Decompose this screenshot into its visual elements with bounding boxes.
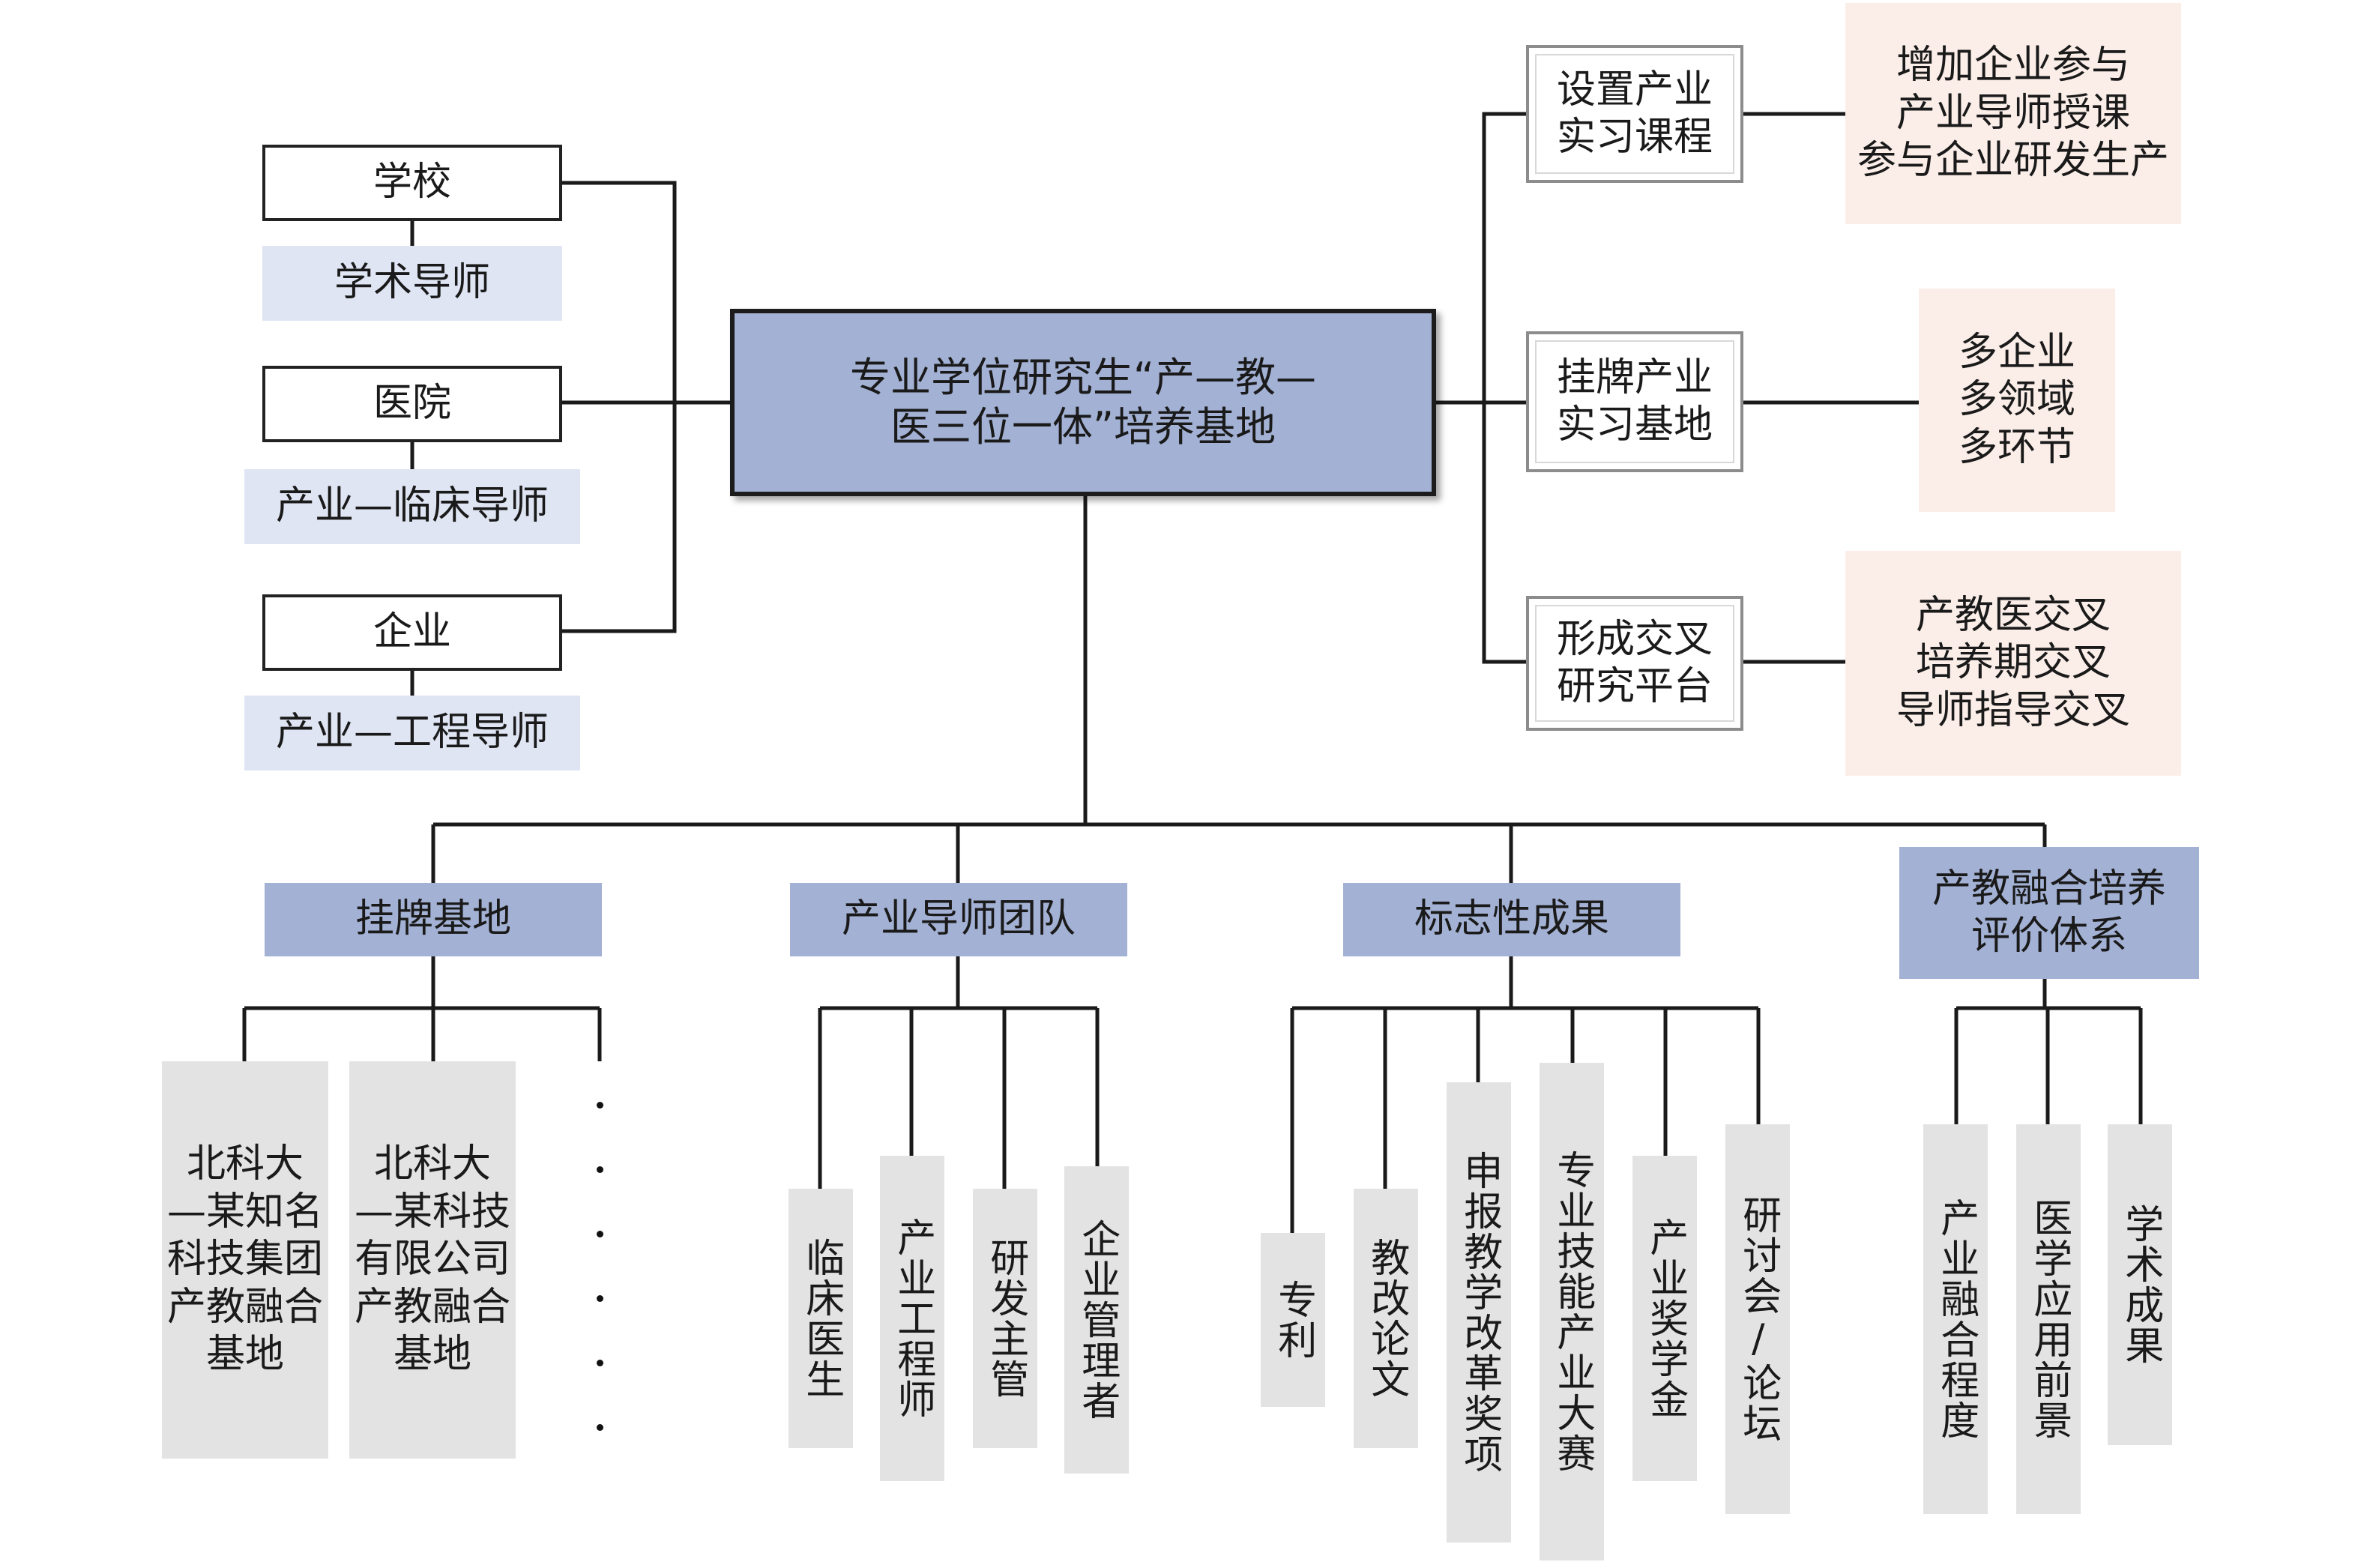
entity-hospital: 医院 <box>262 366 562 442</box>
leaf-enterprise-manager: 企业管理者 <box>1064 1166 1129 1474</box>
leaf-academic-results: 学术成果 <box>2108 1124 2172 1445</box>
leaf-teaching-award: 申报教学改革奖项 <box>1447 1082 1511 1543</box>
detail-internship-base: 多企业 多领域 多环节 <box>1919 289 2115 512</box>
leaf-rd-supervisor: 研发主管 <box>973 1189 1037 1448</box>
entity-enterprise: 企业 <box>262 594 562 671</box>
leaf-industry-engineer: 产业工程师 <box>880 1156 944 1481</box>
detail-internship-course: 增加企业参与 产业导师授课 参与企业研发生产 <box>1845 3 2181 224</box>
category-mentor-team: 产业导师团队 <box>790 883 1127 956</box>
leaf-reform-paper: 教改论文 <box>1354 1189 1418 1448</box>
mentor-academic: 学术导师 <box>262 246 562 321</box>
center-node: 专业学位研究生“产—教— 医三位一体”培养基地 <box>730 309 1436 496</box>
leaf-base-tech-group: 北科大 —某知名 科技集团 产教融合 基地 <box>162 1061 328 1459</box>
entity-school: 学校 <box>262 145 562 221</box>
leaf-clinical-doctor: 临床医生 <box>788 1189 853 1448</box>
leaf-patent: 专利 <box>1261 1233 1325 1407</box>
leaf-base-tech-company: 北科大 —某科技 有限公司 产教融合 基地 <box>349 1061 516 1459</box>
leaf-industry-scholarship: 产业奖学金 <box>1632 1156 1697 1481</box>
branch-internship-course: 设置产业 实习课程 <box>1526 45 1743 183</box>
mentor-industry-clinical: 产业—临床导师 <box>244 469 580 544</box>
category-listed-base: 挂牌基地 <box>265 883 602 956</box>
leaf-skills-competition: 专业技能产业大赛 <box>1540 1063 1604 1561</box>
category-landmark-results: 标志性成果 <box>1343 883 1680 956</box>
branch-research-platform: 形成交叉 研究平台 <box>1526 596 1743 731</box>
leaf-integration-degree: 产业融合程度 <box>1923 1124 1988 1514</box>
detail-research-platform: 产教医交叉 培养期交叉 导师指导交叉 <box>1845 551 2181 776</box>
category-evaluation-system: 产教融合培养 评价体系 <box>1899 847 2199 979</box>
branch-internship-base: 挂牌产业 实习基地 <box>1526 331 1743 472</box>
leaf-seminar-forum: 研讨会/论坛 <box>1725 1124 1790 1514</box>
mentor-industry-engineering: 产业—工程导师 <box>244 696 580 771</box>
leaf-medical-prospect: 医学应用前景 <box>2016 1124 2081 1514</box>
